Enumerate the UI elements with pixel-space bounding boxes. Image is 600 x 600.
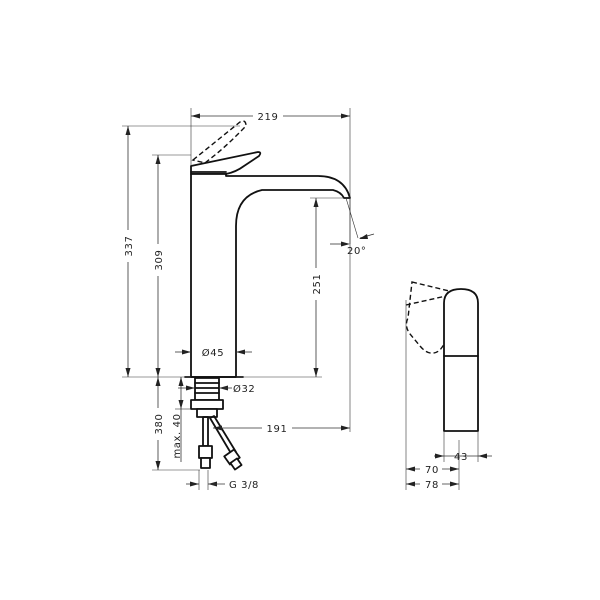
arrow <box>155 461 161 470</box>
dim-handle-width: 43 <box>454 452 468 463</box>
dim-overall-height: 337 <box>124 236 135 257</box>
arrow <box>313 198 319 207</box>
dim-side-depth: 70 <box>425 465 439 476</box>
hose-end-right <box>229 457 243 471</box>
handle-closed-position <box>190 151 262 175</box>
arrow <box>359 234 368 239</box>
handle-open-position <box>191 120 247 164</box>
dim-hose-length: 380 <box>154 414 165 435</box>
arrow <box>125 368 131 377</box>
arrow <box>182 349 191 355</box>
dim-spout-reach: 191 <box>267 424 288 435</box>
label-bg <box>420 462 442 476</box>
dim-spout-angle: 20° <box>347 246 367 257</box>
arrow <box>155 377 161 386</box>
dim-thread-diameter: Ø32 <box>233 383 255 395</box>
label-bg <box>309 268 323 300</box>
side-handle-open-line <box>405 295 447 306</box>
dim-max-depth: max. 40 <box>172 413 183 458</box>
label-bg <box>151 408 165 440</box>
arrow <box>341 113 350 119</box>
arrow <box>478 453 487 459</box>
arrow <box>178 377 184 386</box>
tap-body <box>190 173 351 378</box>
label-bg <box>262 421 292 435</box>
dim-overall-width: 219 <box>258 112 279 123</box>
arrow <box>435 453 444 459</box>
side-dimensions: 43 70 78 <box>405 300 492 491</box>
label-bg <box>420 477 442 491</box>
arrow <box>125 126 131 135</box>
arrow <box>155 155 161 164</box>
supply-hose-left <box>202 416 209 447</box>
label-bg <box>151 244 165 276</box>
dim-connection: G 3/8 <box>229 480 259 491</box>
arrow <box>406 481 415 487</box>
dim-spout-height: 251 <box>312 274 323 295</box>
arrow <box>191 113 200 119</box>
hose-end-left <box>200 457 211 469</box>
arrow <box>178 400 184 409</box>
arrow <box>406 466 415 472</box>
front-view <box>184 120 351 471</box>
label-bg <box>253 109 283 123</box>
hose-fitting-left <box>198 445 213 459</box>
arrow <box>186 385 195 391</box>
label-bg <box>121 230 135 262</box>
dim-body-height: 309 <box>154 250 165 271</box>
arrow <box>450 481 459 487</box>
arrow <box>341 425 350 431</box>
mounting-nut <box>190 399 224 410</box>
arrow <box>313 368 319 377</box>
arrow <box>236 349 245 355</box>
side-handle-closed <box>443 288 479 432</box>
arrow <box>341 241 350 247</box>
arrow <box>190 481 199 487</box>
dim-body-diameter: Ø45 <box>202 347 224 359</box>
dim-side-total-depth: 78 <box>425 480 439 491</box>
angle-line <box>345 197 359 239</box>
front-dimensions: 219 337 309 251 20° Ø45 <box>121 108 375 491</box>
supply-hose-right <box>209 415 237 456</box>
arrow <box>155 368 161 377</box>
arrow <box>213 425 222 431</box>
side-view <box>405 281 479 432</box>
arrow <box>450 466 459 472</box>
threaded-shank <box>194 377 220 401</box>
